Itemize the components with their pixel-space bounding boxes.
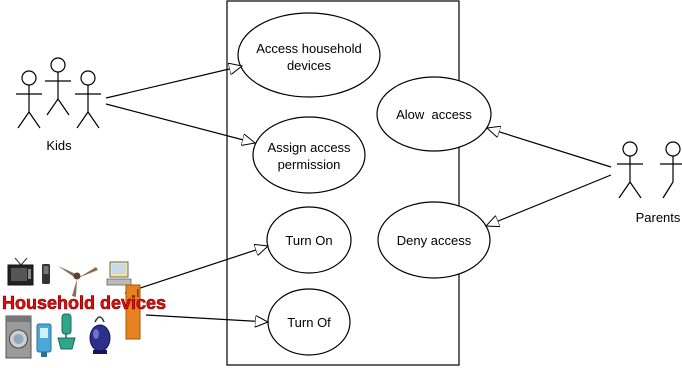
actor-parents xyxy=(617,141,682,199)
stick-figure-icon xyxy=(16,70,42,129)
household-devices-label: Household devices xyxy=(2,293,166,313)
association-parents-allow xyxy=(487,128,612,168)
association-devices-turn-off xyxy=(145,314,268,322)
computer-icon xyxy=(106,261,132,286)
use-case-turn-on: Turn On xyxy=(266,206,352,274)
association-kids-access xyxy=(105,66,242,99)
stick-figure-icon xyxy=(75,70,101,129)
use-case-turn-off: Turn Of xyxy=(267,288,351,356)
use-case-label: Turn Of xyxy=(287,315,331,330)
vacuum-cleaner-icon xyxy=(89,316,111,354)
stick-figure-icon xyxy=(617,141,643,199)
use-case-access-household-devices: Access household devices xyxy=(237,12,381,98)
use-case-label: Alow access xyxy=(396,107,472,122)
washing-machine-icon xyxy=(5,315,32,359)
use-case-allow-access: Alow access xyxy=(376,76,492,152)
tv-icon xyxy=(7,257,34,286)
phone-icon xyxy=(42,264,50,284)
stick-figure-icon xyxy=(45,57,71,116)
use-case-label: Turn On xyxy=(285,233,332,248)
cleaner-icon xyxy=(57,313,76,350)
use-case-deny-access: Deny access xyxy=(377,201,491,279)
use-case-assign-access-permission: Assign access permission xyxy=(252,116,366,194)
ceiling-fan-icon xyxy=(58,266,98,297)
use-case-label: Assign access xyxy=(267,140,351,155)
actor-label-kids: Kids xyxy=(46,138,72,153)
use-case-label: permission xyxy=(278,157,341,172)
refrigerator-icon xyxy=(125,284,141,340)
use-case-label: Deny access xyxy=(397,233,472,248)
stick-figure-icon xyxy=(660,141,682,199)
water-purifier-icon xyxy=(36,323,52,357)
use-case-label: Access household xyxy=(256,41,362,56)
household-devices-illustration: Household devices xyxy=(2,257,166,359)
actor-label-parents: Parents xyxy=(636,210,681,225)
association-devices-turn-on xyxy=(124,246,268,294)
actor-kids xyxy=(16,57,101,129)
use-case-label: devices xyxy=(287,58,332,73)
association-kids-assign xyxy=(105,103,255,143)
association-parents-deny xyxy=(486,174,612,226)
